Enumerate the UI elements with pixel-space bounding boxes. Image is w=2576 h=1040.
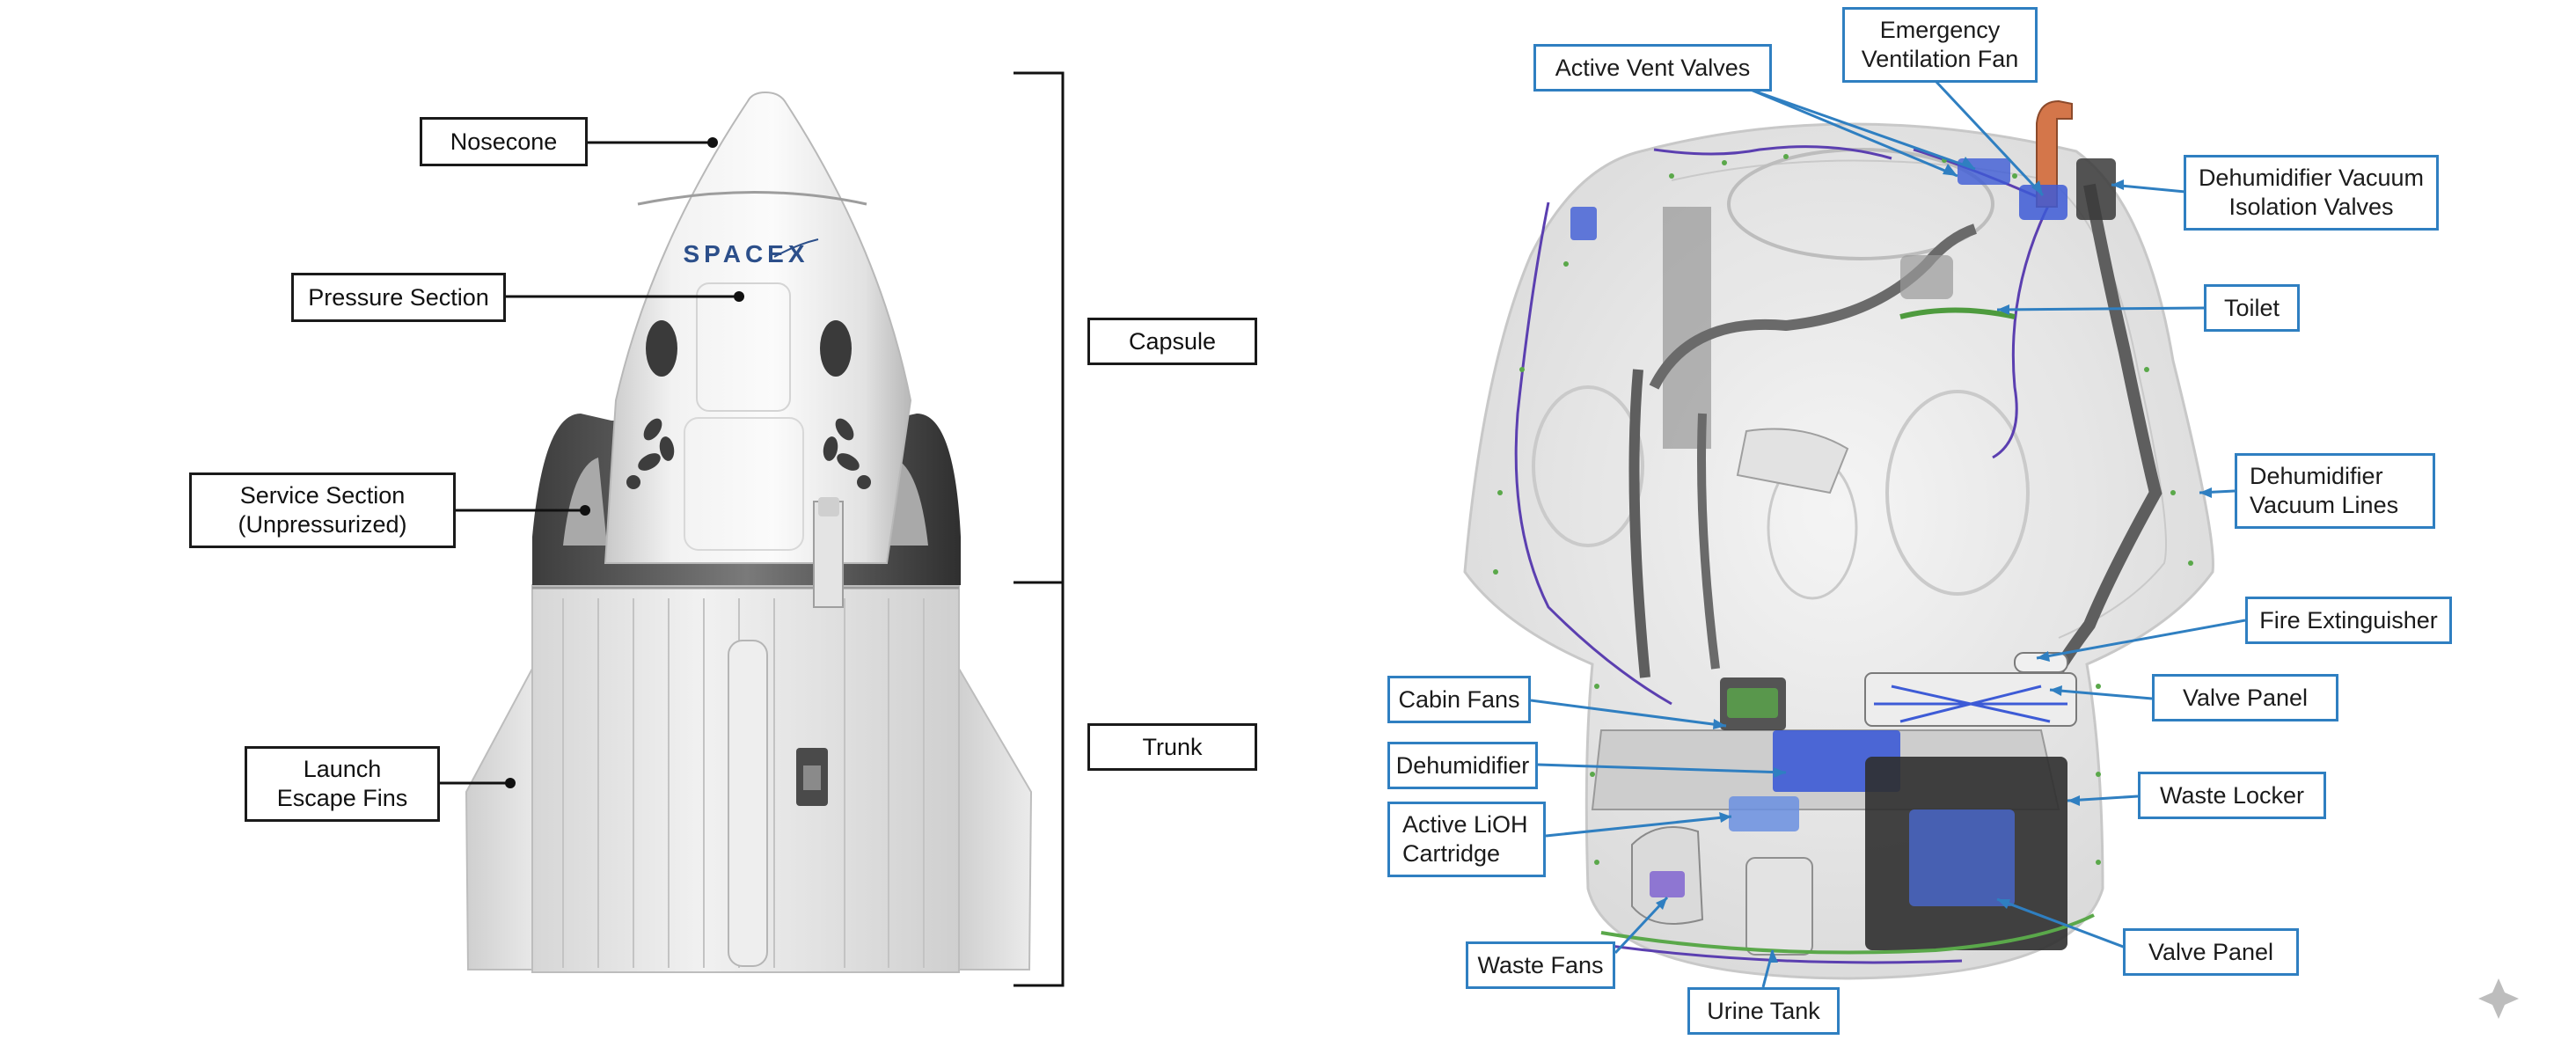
label-fire-extinguisher: Fire Extinguisher [2245, 597, 2452, 644]
label-pressure-section: Pressure Section [291, 273, 506, 322]
floor-wiring-purple [1609, 944, 1963, 964]
label-dehumidifier: Dehumidifier [1387, 742, 1538, 789]
vacuum-line-inner [1649, 223, 1978, 390]
dragon-cutaway [1463, 99, 2214, 980]
left-wall-equipment [1570, 207, 1597, 240]
service-section-left-cutout [563, 458, 607, 546]
umbilical-connector-top [818, 497, 839, 516]
label-trunk: Trunk [1087, 723, 1257, 771]
cutaway-side-panel [1663, 207, 1711, 449]
lioh-cartridge-unit [1729, 796, 1799, 831]
right-leader-arrowheads [1656, 157, 2212, 963]
vacuum-line-left [1628, 369, 1650, 678]
right-window [820, 320, 852, 377]
draco-thrusters [626, 418, 871, 489]
label-urine-tank: Urine Tank [1687, 987, 1840, 1035]
label-nosecone: Nosecone [420, 117, 588, 166]
label-dehumidifier-vacuum-lines: Dehumidifier Vacuum Lines [2235, 453, 2435, 529]
trunk-access-panel-inner [803, 765, 821, 790]
label-emergency-ventilation-fan: Emergency Ventilation Fan [1842, 7, 2038, 83]
hatch-outline [696, 282, 791, 412]
umbilical-connector [813, 501, 844, 608]
seat-structure [1736, 428, 1849, 494]
label-toilet: Toilet [2204, 284, 2300, 332]
vacuum-line-outer [2035, 183, 2163, 707]
left-escape-fin [465, 665, 543, 970]
cutaway-window-right [1885, 390, 2030, 596]
urine-tank-unit [1745, 857, 1813, 956]
isolation-valve-body [2076, 158, 2116, 220]
fire-extinguisher-unit [2014, 652, 2068, 673]
label-active-vent-valves: Active Vent Valves [1533, 44, 1772, 92]
emergency-fan-body [2019, 185, 2067, 220]
label-capsule: Capsule [1087, 318, 1257, 365]
label-launch-escape-fins: Launch Escape Fins [245, 746, 440, 822]
spacex-logo: SPACEX [683, 240, 809, 267]
cutaway-inner-contour [1671, 159, 2167, 639]
label-active-lioh-cartridge: Active LiOH Cartridge [1387, 802, 1546, 877]
right-escape-fin [955, 665, 1033, 970]
floor-wiring [1600, 913, 2095, 955]
left-window [646, 320, 677, 377]
trunk-umbilical-strip [728, 640, 768, 967]
left-leaders [440, 141, 739, 785]
hull-markers [1493, 154, 2193, 865]
label-cabin-fans: Cabin Fans [1387, 676, 1531, 723]
valve-panel-lower-unit [1909, 809, 2015, 906]
nosecone-seam [637, 191, 867, 206]
cabin-fan-accent [1727, 688, 1778, 718]
dragon-exterior: SPACEX [465, 91, 1033, 973]
trunk-panel-lines [562, 598, 925, 968]
label-waste-fans: Waste Fans [1466, 941, 1615, 989]
orange-vent-pipe [2036, 99, 2073, 208]
label-valve-panel-upper: Valve Panel [2152, 674, 2338, 721]
cutaway-window-left [1532, 385, 1644, 547]
left-leader-dots [505, 137, 744, 788]
toilet-assembly [1899, 255, 2016, 319]
valve-panel-upper-unit [1864, 672, 2077, 727]
spacex-logo-swoosh [773, 238, 819, 258]
label-dehumidifier-vacuum-isolation-valves: Dehumidifier Vacuum Isolation Valves [2184, 155, 2439, 231]
lower-panel-outline [684, 417, 804, 551]
vacuum-line-riser [1697, 413, 1720, 670]
sparkle-icon [2478, 978, 2519, 1019]
waste-fan-accent [1650, 871, 1685, 897]
label-waste-locker: Waste Locker [2138, 772, 2326, 819]
valve-panel-upper-piping [1874, 685, 2067, 723]
capsule-trunk-bracket [1014, 71, 1065, 987]
label-valve-panel-lower: Valve Panel [2123, 928, 2299, 976]
label-service-section: Service Section (Unpressurized) [189, 472, 456, 548]
top-hatch-ring [1727, 148, 1994, 260]
